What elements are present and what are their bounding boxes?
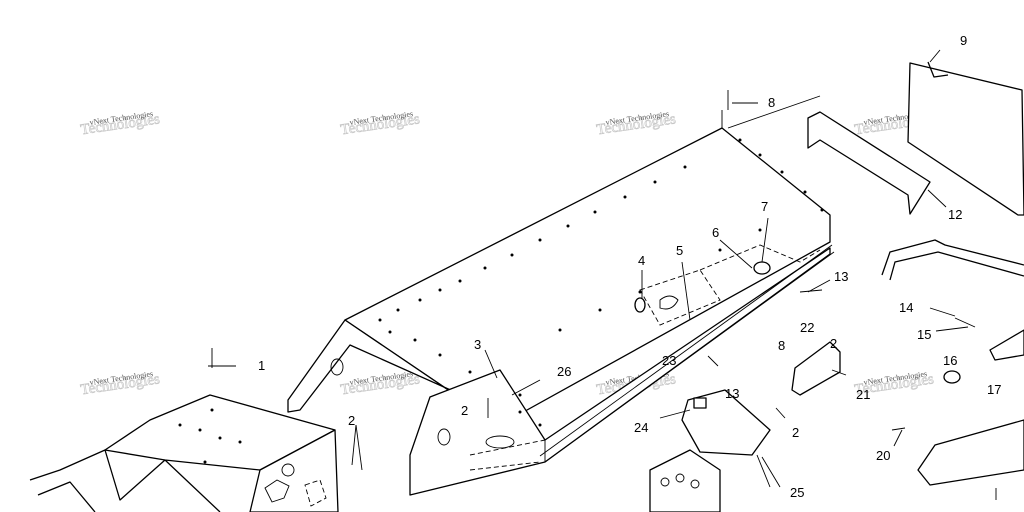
mud-flap: [907, 62, 1024, 216]
callout-9: 9: [960, 33, 967, 48]
rear-guard: [917, 419, 1024, 486]
rear-bumper: [881, 239, 1024, 276]
callout-25: 25: [790, 485, 804, 500]
rear-parts: [807, 61, 1024, 486]
callout-8: 8: [778, 338, 785, 353]
flap-bracket: [807, 111, 931, 215]
callout-4: 4: [638, 253, 645, 268]
callout-6: 6: [712, 225, 719, 240]
fasteners: [208, 90, 997, 500]
callout-22: 22: [800, 320, 814, 335]
callout-5: 5: [676, 243, 683, 258]
watermark: Technologies vNext Technologies: [339, 109, 421, 138]
plate-25: [649, 449, 721, 512]
bushing-7: [753, 261, 771, 275]
callout-23: 23: [662, 353, 676, 368]
flange-hole: [330, 358, 344, 376]
bulkhead-cutout: [264, 479, 290, 503]
watermark: Technologies vNext Technologies: [79, 109, 161, 138]
callout-7: 7: [761, 199, 768, 214]
watermark: Technologies vNext Technologies: [595, 109, 677, 138]
hidden-lines: [469, 244, 821, 471]
callout-12: 12: [948, 207, 962, 222]
callout-21: 21: [856, 387, 870, 402]
callout-2: 2: [348, 413, 355, 428]
leader-lines: [351, 49, 969, 488]
callout-24: 24: [634, 420, 648, 435]
callout-3: 3: [474, 337, 481, 352]
callout-15: 15: [917, 327, 931, 342]
callout-1: 1: [258, 358, 265, 373]
callout-2: 2: [830, 336, 837, 351]
callout-8: 8: [768, 95, 775, 110]
step-bracket-21: [791, 341, 841, 396]
callout-2: 2: [461, 403, 468, 418]
callout-17: 17: [987, 382, 1001, 397]
callout-2: 2: [792, 425, 799, 440]
running-rail: [539, 244, 833, 457]
plate-5: [659, 295, 679, 310]
side-hole: [437, 428, 451, 446]
watermark: Technologies vNext Technologies: [339, 369, 421, 398]
callout-14: 14: [899, 300, 913, 315]
callout-16: 16: [943, 353, 957, 368]
front-bulkhead: [29, 394, 339, 512]
rivet-holes: [378, 138, 824, 427]
callout-20: 20: [876, 448, 890, 463]
callout-13: 13: [725, 386, 739, 401]
callout-labels: 1 2 2 2 2 3 4 5 6 7 8 8 9 12 13 13 14 15…: [258, 33, 1001, 500]
small-parts: [634, 261, 841, 512]
grommet-16: [943, 370, 961, 384]
bumper-end: [989, 329, 1024, 361]
bushing-4: [634, 297, 646, 313]
bulkhead-frame: [29, 449, 221, 512]
callout-26: 26: [557, 364, 571, 379]
side-slot: [485, 435, 515, 449]
tunnel-assembly: [287, 95, 835, 496]
callout-13: 13: [834, 269, 848, 284]
watermark: Technologies vNext Technologies: [79, 369, 161, 398]
